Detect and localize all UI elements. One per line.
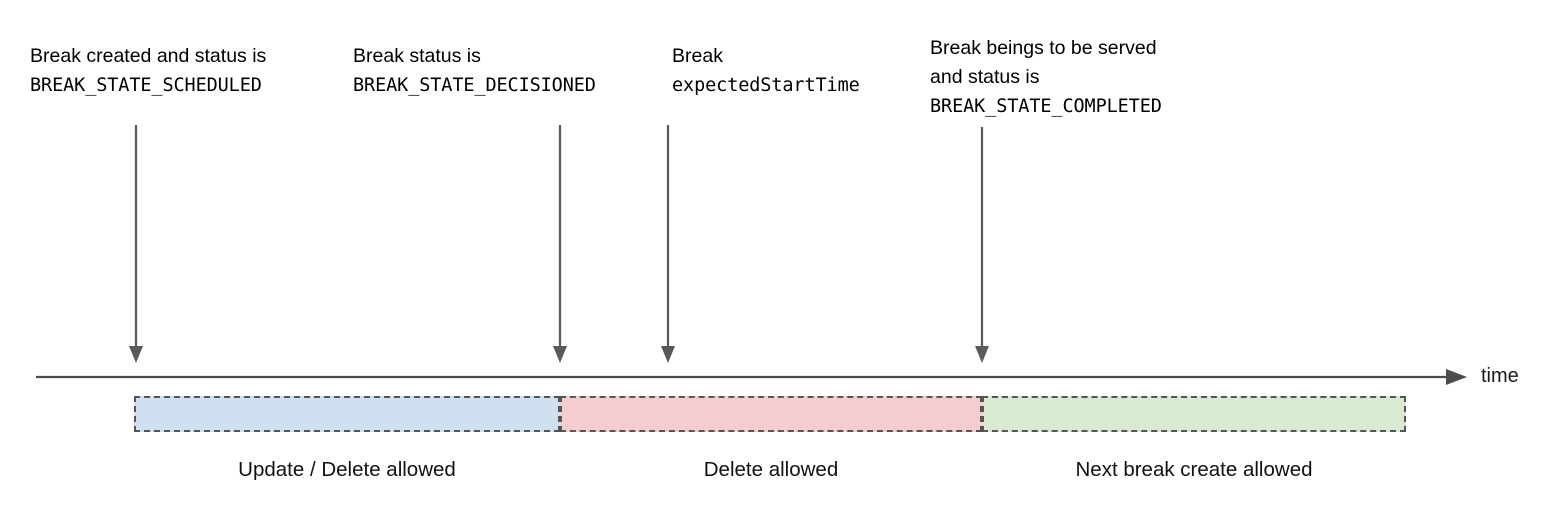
- annotation-decisioned: Break status is BREAK_STATE_DECISIONED: [353, 42, 596, 100]
- annotation-expected-start-time-line2: expectedStartTime: [672, 75, 860, 96]
- phase-caption-delete-only: Delete allowed: [703, 458, 839, 481]
- phase-caption-next-break-create: Next break create allowed: [1075, 458, 1313, 481]
- time-axis-label: time: [1481, 365, 1519, 387]
- annotation-decisioned-line2: BREAK_STATE_DECISIONED: [353, 75, 596, 96]
- annotation-completed-line2: and status is: [930, 66, 1040, 88]
- phase-bar-next-break-create: [982, 396, 1406, 432]
- annotation-expected-start-time: Break expectedStartTime: [672, 42, 860, 100]
- time-axis: [30, 360, 1470, 394]
- phase-bar-update-delete: [134, 396, 560, 432]
- annotation-decisioned-line1: Break status is: [353, 45, 481, 67]
- annotation-scheduled-line2: BREAK_STATE_SCHEDULED: [30, 75, 262, 96]
- annotation-completed: Break beings to be served and status is …: [930, 34, 1162, 121]
- marker-arrow-completed-icon: [973, 127, 991, 365]
- annotation-expected-start-time-line1: Break: [672, 45, 723, 67]
- phase-caption-update-delete: Update / Delete allowed: [238, 458, 456, 481]
- marker-arrow-scheduled-icon: [127, 125, 145, 365]
- phase-bar-delete-only: [560, 396, 982, 432]
- annotation-completed-line3: BREAK_STATE_COMPLETED: [930, 96, 1162, 117]
- marker-arrow-expected-start-time-icon: [659, 125, 677, 365]
- annotation-scheduled: Break created and status is BREAK_STATE_…: [30, 42, 266, 100]
- annotation-scheduled-line1: Break created and status is: [30, 45, 267, 67]
- annotation-completed-line1: Break beings to be served: [930, 37, 1157, 59]
- marker-arrow-decisioned-icon: [551, 125, 569, 365]
